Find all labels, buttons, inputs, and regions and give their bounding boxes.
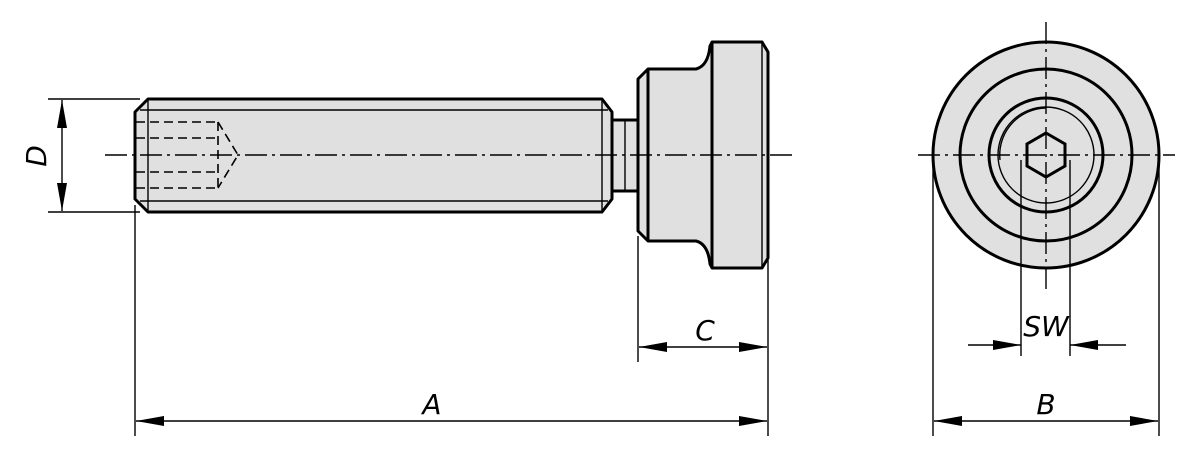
dimension-b-label: B: [1036, 388, 1055, 421]
dimension-sw-label: SW: [1023, 310, 1070, 343]
dimension-d-label: D: [20, 145, 53, 167]
dimension-c-label: C: [695, 314, 715, 347]
end-view: [918, 22, 1175, 290]
thread-relief-arc: [999, 107, 1047, 161]
dimension-b: B: [932, 160, 1160, 436]
dimension-a: A: [134, 205, 769, 436]
side-view: [105, 40, 792, 270]
dimension-a-label: A: [420, 388, 441, 421]
dimension-sw: SW: [968, 160, 1126, 356]
dimension-c: C: [637, 236, 767, 362]
dimension-d: D: [20, 98, 140, 213]
